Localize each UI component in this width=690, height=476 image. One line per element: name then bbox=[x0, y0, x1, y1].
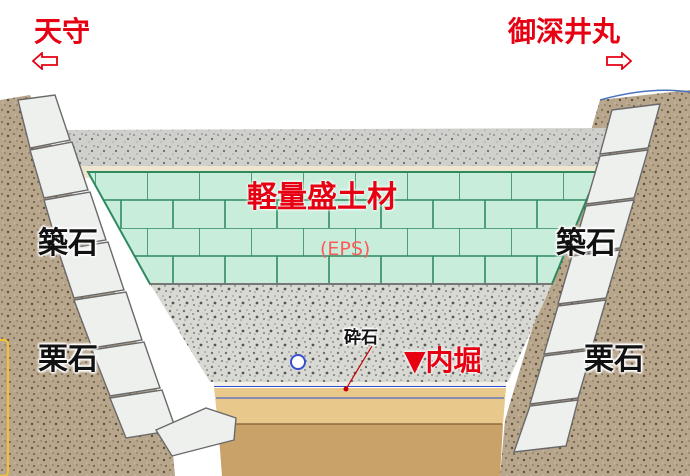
left-stone-wall bbox=[17, 94, 237, 457]
moat-bed-sand bbox=[214, 388, 506, 424]
right-stone-wall bbox=[512, 103, 661, 453]
tenshu-label: 天守 bbox=[34, 15, 91, 48]
right-bank-top bbox=[599, 89, 690, 101]
crushed-stone-leader bbox=[345, 345, 373, 390]
tsukiishi-right-label: 築石 bbox=[556, 226, 616, 261]
leader-dot bbox=[343, 386, 349, 392]
left-arrow-icon bbox=[32, 52, 58, 70]
right-arrow-icon bbox=[606, 52, 632, 70]
crushed-stone-label: 砕石 bbox=[344, 328, 378, 348]
inner-moat-label: ▼内堀 bbox=[404, 344, 482, 377]
tsukiishi-left-label: 築石 bbox=[38, 226, 98, 261]
eps-label: (EPS) bbox=[320, 238, 371, 260]
light-fill-label: 軽量盛土材 bbox=[247, 180, 397, 215]
top-gravel-layer bbox=[60, 128, 620, 172]
kuriishi-left-label: 栗石 bbox=[38, 342, 98, 377]
bed-separator bbox=[214, 382, 506, 386]
crushed-stone-layer bbox=[150, 284, 552, 382]
side-frame bbox=[0, 339, 9, 476]
moat-bed-clay bbox=[218, 424, 503, 476]
drain-pipe-icon bbox=[290, 354, 306, 370]
kuriishi-right-label: 栗石 bbox=[584, 342, 644, 377]
gosinjimaru-label: 御深井丸 bbox=[508, 15, 621, 48]
